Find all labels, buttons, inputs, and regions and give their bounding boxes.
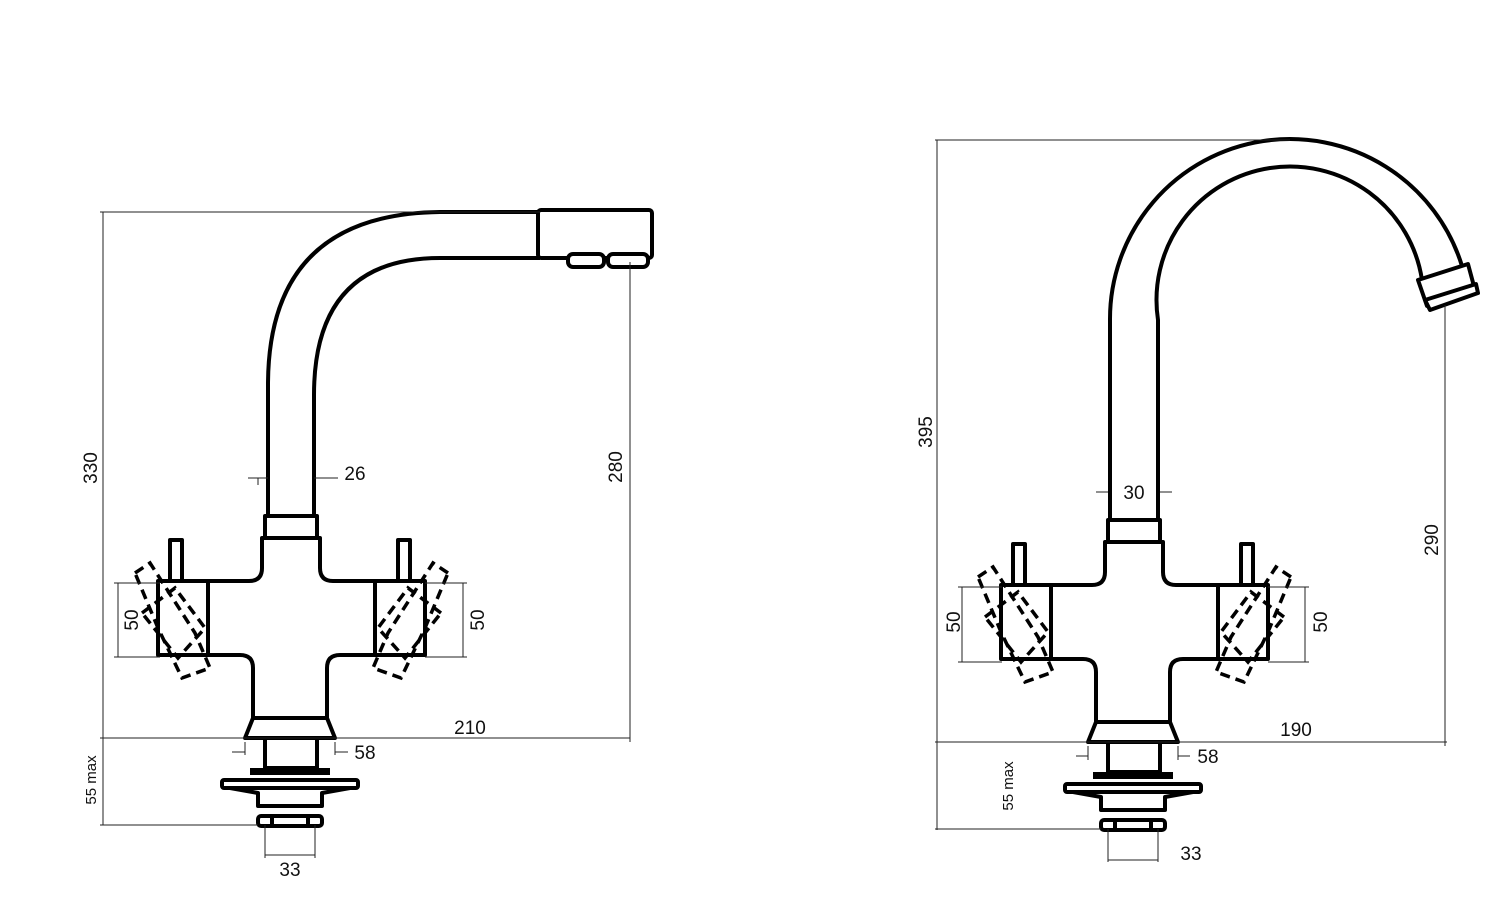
left-shank-diameter-label: 33 <box>279 860 300 881</box>
right-handle-right-height-label: 50 <box>1311 611 1332 632</box>
right-shank-diameter-label: 33 <box>1180 844 1201 865</box>
left-faucet: 330 280 210 26 50 50 58 55 max 33 <box>81 208 654 881</box>
left-spout-height-label: 280 <box>606 451 627 483</box>
left-base-diameter-label: 58 <box>354 743 375 764</box>
left-deck-thickness-label: 55 max <box>83 755 100 805</box>
right-handle-left-height-label: 50 <box>944 611 965 632</box>
left-height-330-label: 330 <box>81 452 102 484</box>
left-reach-label: 210 <box>454 718 486 739</box>
right-tube-diameter-label: 30 <box>1123 483 1144 504</box>
right-reach-label: 190 <box>1280 720 1312 741</box>
right-base-diameter-label: 58 <box>1197 747 1218 768</box>
right-faucet: 395 290 190 30 50 50 58 55 max 33 <box>916 137 1480 865</box>
right-deck-thickness-label: 55 max <box>1000 761 1017 811</box>
left-handle-right-height-label: 50 <box>468 609 489 630</box>
left-tube-diameter-label: 26 <box>344 464 365 485</box>
right-height-395-label: 395 <box>916 416 937 448</box>
left-handle-left-height-label: 50 <box>122 609 143 630</box>
right-spout-height-label: 290 <box>1422 524 1443 556</box>
